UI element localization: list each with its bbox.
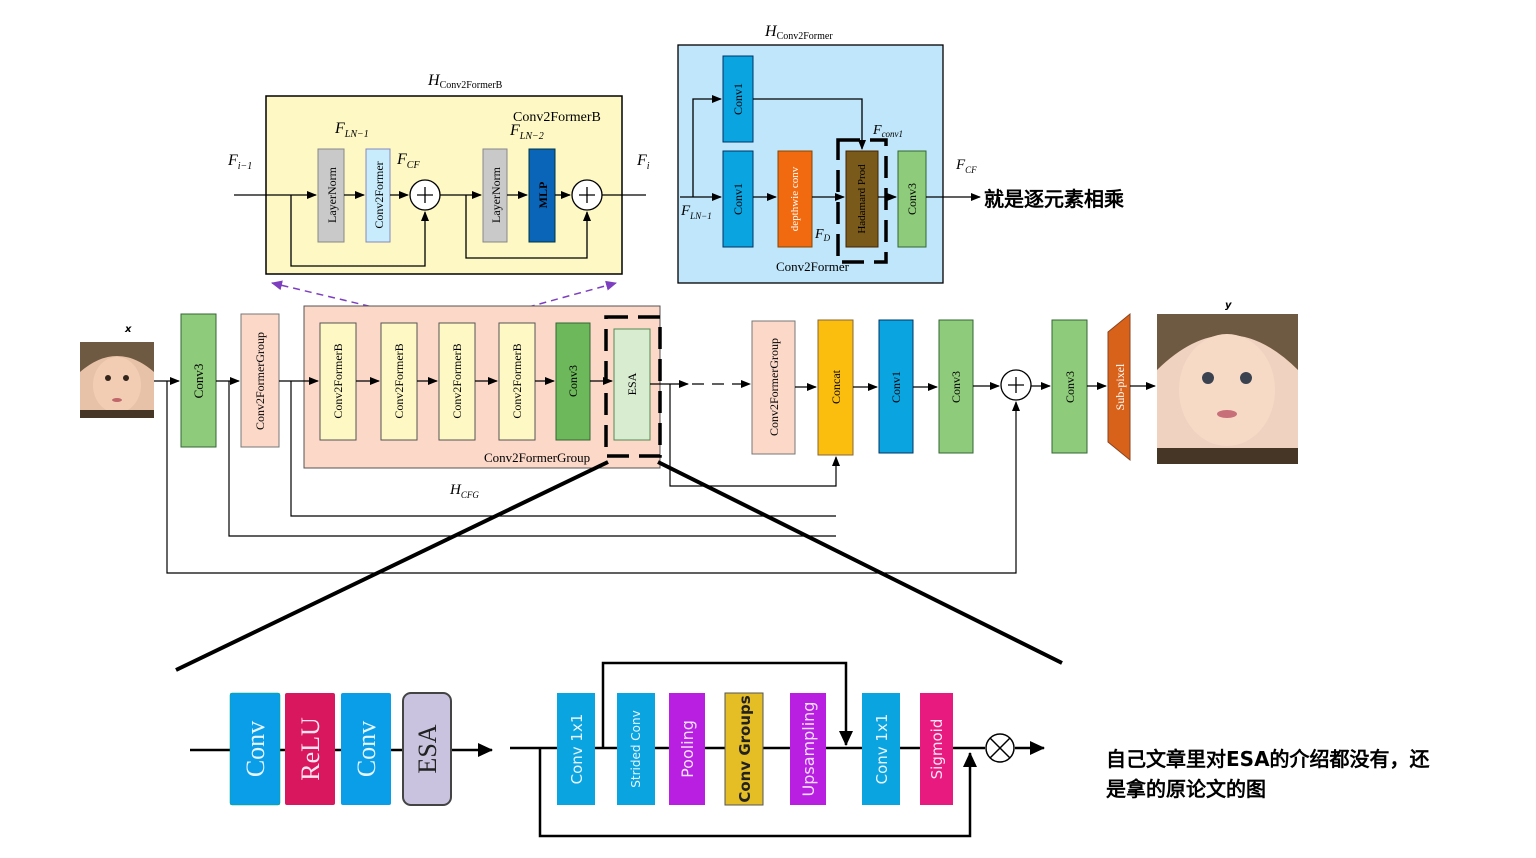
output-image bbox=[1157, 314, 1298, 464]
subpixel-label: Sub-pixel bbox=[1113, 363, 1127, 410]
esa-conv1x1-block-1 bbox=[557, 693, 595, 805]
conv2former-block bbox=[365, 148, 391, 243]
group-panel-label: Conv2FormerGroup bbox=[484, 450, 590, 465]
conv1-block-top bbox=[722, 55, 754, 143]
conv3-label-4: Conv3 bbox=[1063, 371, 1077, 403]
concat-block bbox=[817, 319, 854, 456]
esa-upsampling-label: Upsampling bbox=[799, 702, 818, 797]
conv2formerB-block-4 bbox=[498, 322, 536, 441]
conv2former-panel: HConv2Former Conv2Former Conv1 Conv1 dep… bbox=[677, 23, 981, 284]
esa-annotation-line2: 是拿的原论文的图 bbox=[1105, 777, 1266, 801]
conv1-label-top: Conv1 bbox=[731, 83, 745, 115]
conv3-label-2: Conv3 bbox=[566, 365, 580, 397]
conv3-block-detail bbox=[897, 150, 927, 248]
esa-conv-groups-block bbox=[724, 692, 764, 806]
esa-upsampling-block bbox=[790, 693, 826, 805]
hadamard-prod-block bbox=[845, 150, 879, 248]
conv1-label-bottom: Conv1 bbox=[731, 183, 745, 215]
output-f-label: Fi bbox=[636, 152, 650, 172]
hadamard-annotation: 就是逐元素相乘 bbox=[984, 187, 1125, 211]
conv1-label-main: Conv1 bbox=[889, 371, 903, 403]
output-y-label: y bbox=[1225, 300, 1232, 311]
layernorm-block-1 bbox=[317, 148, 345, 243]
conv3-block-2 bbox=[555, 322, 591, 441]
fcf-label: FCF bbox=[396, 151, 420, 171]
esa-block bbox=[613, 328, 651, 441]
esa-sigmoid-label: Sigmoid bbox=[928, 719, 946, 780]
layernorm-block-2 bbox=[482, 148, 508, 243]
conv2formerB-block-3 bbox=[438, 322, 476, 441]
esa-relu-block bbox=[285, 693, 335, 805]
esa-annotation-line1: 自己文章里对ESA的介绍都没有，还 bbox=[1106, 747, 1431, 771]
hadamard-prod-label: Hadamard Prod bbox=[856, 164, 868, 234]
mlp-label: MLP bbox=[536, 182, 550, 209]
layernorm-label-1: LayerNorm bbox=[325, 166, 339, 223]
depthwise-conv-block bbox=[777, 150, 813, 248]
conv2formerB-label-2: Conv2FormerB bbox=[392, 343, 406, 418]
esa-detail: Conv ReLU Conv ESA Conv 1x1 Strided Conv… bbox=[190, 661, 1045, 838]
conv2formerB-label-4: Conv2FormerB bbox=[510, 343, 524, 418]
conv2former-label: Conv2Former bbox=[372, 161, 386, 228]
hadamard-highlight bbox=[836, 138, 888, 264]
conv3-label-detail: Conv3 bbox=[905, 183, 919, 215]
conv1-block-bottom bbox=[722, 150, 754, 248]
hcfg-label: HCFG bbox=[449, 482, 479, 500]
zoom-lines bbox=[175, 460, 1063, 672]
conv2formergroup-panel bbox=[303, 305, 661, 469]
esa-pooling-label: Pooling bbox=[678, 720, 697, 778]
layernorm-label-2: LayerNorm bbox=[489, 166, 503, 223]
conv2formergroup-label-1: Conv2FormerGroup bbox=[253, 332, 267, 430]
esa-conv-block-1 bbox=[229, 692, 281, 806]
conv2formergroup-label-2: Conv2FormerGroup bbox=[767, 338, 781, 436]
fconv1-label: Fconv1 bbox=[872, 123, 903, 139]
esa-conv-block-2 bbox=[341, 693, 391, 805]
conv2formerB-label-3: Conv2FormerB bbox=[450, 343, 464, 418]
conv3-block-3 bbox=[938, 319, 974, 454]
esa-esa-block bbox=[402, 692, 452, 806]
conv2formerB-label-1: Conv2FormerB bbox=[331, 343, 345, 418]
esa-conv1x1-label-2: Conv 1x1 bbox=[873, 714, 891, 785]
esa-label: ESA bbox=[625, 372, 639, 395]
esa-conv-groups-label: Conv Groups bbox=[736, 695, 754, 802]
fcf-output-label: FCF bbox=[955, 157, 977, 175]
esa-esa-label: ESA bbox=[413, 724, 442, 773]
esa-strided-conv-label: Strided Conv bbox=[629, 710, 643, 787]
esa-conv1x1-label-1: Conv 1x1 bbox=[568, 714, 586, 785]
conv2formergroup-block-1 bbox=[240, 313, 280, 448]
esa-pooling-block bbox=[669, 693, 705, 805]
conv2former-title: HConv2Former bbox=[764, 23, 833, 42]
fd-label: FD bbox=[814, 227, 831, 243]
subpixel-block bbox=[1107, 312, 1131, 462]
esa-highlight bbox=[604, 315, 662, 458]
esa-relu-label: ReLU bbox=[296, 717, 325, 781]
fln1-label: FLN−1 bbox=[334, 120, 369, 140]
fln1-input-label: FLN−1 bbox=[680, 203, 712, 221]
conv2formerB-inner-title: Conv2FormerB bbox=[513, 110, 601, 125]
conv3-block-1 bbox=[180, 313, 217, 448]
input-f-label: Fi−1 bbox=[227, 152, 252, 172]
depthwise-conv-label: depthwie conv bbox=[789, 166, 801, 231]
conv3-label-3: Conv3 bbox=[949, 371, 963, 403]
conv2formerB-title: HConv2FormerB bbox=[427, 72, 503, 91]
conv2formerB-panel: HConv2FormerB Conv2FormerB Fi−1 Fi FLN−1… bbox=[227, 72, 650, 275]
conv2formergroup-block-2 bbox=[751, 320, 796, 455]
concat-label: Concat bbox=[829, 369, 843, 404]
esa-strided-conv-block bbox=[617, 693, 655, 805]
fln2-label: FLN−2 bbox=[509, 122, 544, 142]
input-x-label: x bbox=[124, 324, 132, 335]
conv1-block-main bbox=[878, 319, 914, 454]
esa-sigmoid-block bbox=[920, 693, 953, 805]
esa-conv1x1-block-2 bbox=[862, 693, 900, 805]
esa-conv-label-1: Conv bbox=[241, 721, 270, 777]
conv2former-inner-title: Conv2Former bbox=[776, 259, 850, 274]
main-pipeline: Conv2FormerGroup HCFG x y Conv3 Co bbox=[80, 300, 1298, 574]
esa-conv-label-2: Conv bbox=[352, 721, 381, 777]
input-image bbox=[80, 342, 154, 418]
conv2formerB-block-2 bbox=[380, 322, 418, 441]
conv3-label-1: Conv3 bbox=[191, 364, 206, 399]
